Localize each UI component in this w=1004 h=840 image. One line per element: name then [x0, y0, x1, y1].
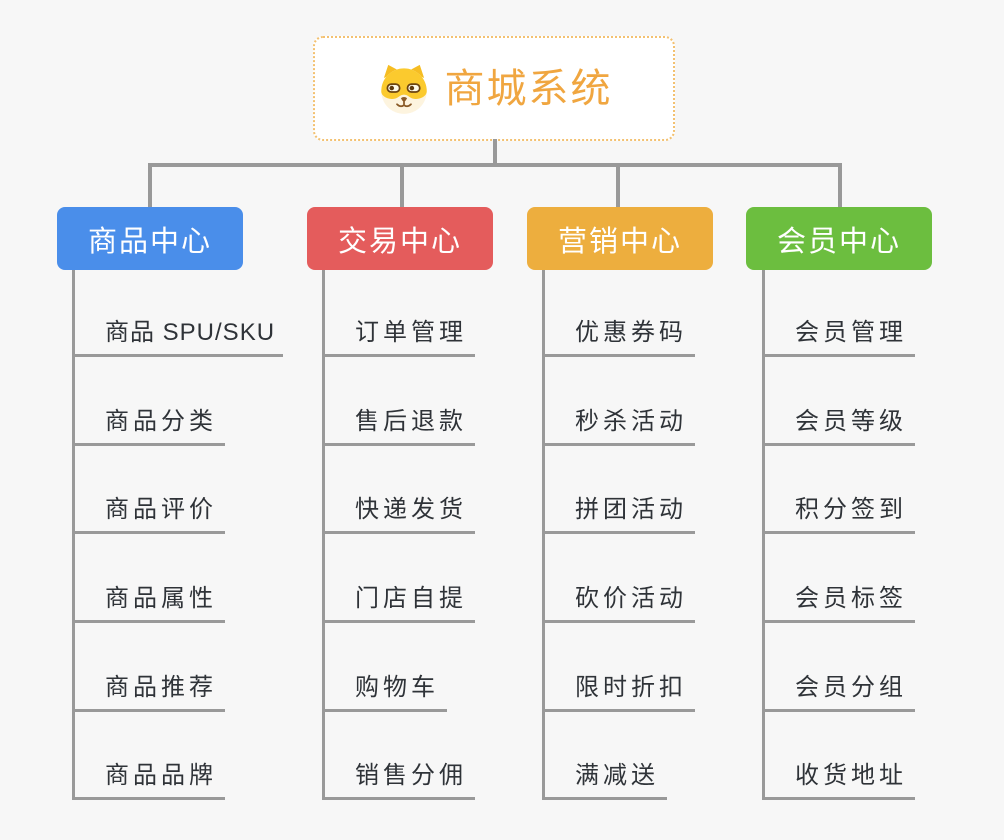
connector-drop-product: [148, 163, 152, 208]
leaf-item[interactable]: 售后退款: [322, 409, 475, 446]
leaf-item[interactable]: 优惠券码: [542, 320, 695, 357]
connector-root-drop: [493, 139, 497, 165]
leaf-item[interactable]: 限时折扣: [542, 675, 695, 712]
leaf-item[interactable]: 商品 SPU/SKU: [72, 320, 284, 357]
leaf-item[interactable]: 会员标签: [762, 586, 915, 623]
root-title: 商城系统: [444, 66, 613, 111]
spine-marketing: [542, 270, 545, 800]
leaf-item[interactable]: 秒杀活动: [542, 409, 695, 446]
leaf-item[interactable]: 满减送: [542, 763, 667, 800]
connector-drop-trade: [400, 163, 404, 208]
leaf-item[interactable]: 购物车: [322, 675, 447, 712]
leaf-item[interactable]: 会员管理: [762, 320, 915, 357]
leaf-item[interactable]: 门店自提: [322, 586, 475, 623]
connector-drop-member: [838, 163, 842, 208]
leaf-item[interactable]: 商品分类: [72, 409, 225, 446]
spine-trade: [322, 270, 325, 800]
leaf-item[interactable]: 拼团活动: [542, 497, 695, 534]
leaf-item[interactable]: 快递发货: [322, 497, 475, 534]
branch-header-member-center[interactable]: 会员中心: [746, 207, 932, 270]
leaf-item[interactable]: 商品品牌: [72, 763, 225, 800]
leaf-item[interactable]: 商品推荐: [72, 675, 225, 712]
branch-header-trade-center[interactable]: 交易中心: [307, 207, 493, 270]
spine-member: [762, 270, 765, 800]
branch-header-product-center[interactable]: 商品中心: [57, 207, 243, 270]
leaf-item[interactable]: 商品评价: [72, 497, 225, 534]
branch-header-marketing-center[interactable]: 营销中心: [527, 207, 713, 270]
dog-face-icon: [380, 64, 427, 114]
root-node[interactable]: 商城系统: [313, 36, 675, 141]
leaf-item[interactable]: 销售分佣: [322, 763, 475, 800]
leaf-item[interactable]: 收货地址: [762, 763, 915, 800]
leaf-item[interactable]: 会员分组: [762, 675, 915, 712]
leaf-item[interactable]: 商品属性: [72, 586, 225, 623]
leaf-item[interactable]: 砍价活动: [542, 586, 695, 623]
spine-product: [72, 270, 75, 800]
connector-rail: [148, 163, 842, 167]
leaf-item[interactable]: 订单管理: [322, 320, 475, 357]
leaf-item[interactable]: 积分签到: [762, 497, 915, 534]
connector-drop-marketing: [616, 163, 620, 208]
leaf-item[interactable]: 会员等级: [762, 409, 915, 446]
